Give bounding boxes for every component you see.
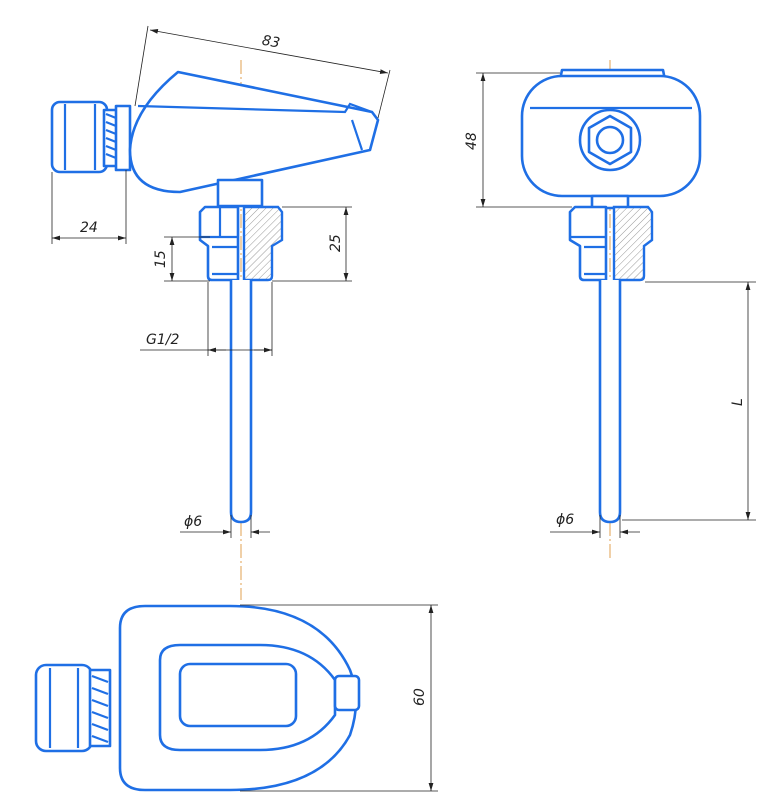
neck	[216, 178, 264, 208]
dim-label-l: L	[730, 398, 746, 406]
dimension-15: 15	[153, 236, 210, 282]
cable-gland	[50, 100, 132, 174]
dimension-48: 48	[464, 72, 572, 208]
stem	[229, 280, 253, 524]
dim-label-24: 24	[80, 220, 98, 236]
dimension-d6-front: ϕ6	[550, 512, 640, 538]
dimension-g12: G1/2	[140, 282, 273, 356]
dimension-24: 24	[51, 170, 127, 244]
side-view: 83 24 15 25 G1/2	[50, 25, 391, 595]
top-view: 60	[34, 595, 438, 792]
dim-label-15: 15	[153, 250, 169, 268]
dim-label-25: 25	[328, 234, 344, 252]
dim-label-d6: ϕ6	[184, 514, 202, 530]
dimension-25: 25	[272, 206, 352, 282]
cable-gland	[578, 108, 642, 172]
dim-label-d6: ϕ6	[556, 512, 574, 528]
cable-gland	[34, 663, 112, 753]
dimension-l: L	[622, 281, 756, 521]
dim-label-83: 83	[261, 33, 281, 52]
process-fitting	[198, 205, 284, 282]
cover-window	[178, 662, 298, 728]
dim-label-thread: G1/2	[146, 332, 179, 348]
front-view: 48 L ϕ6	[464, 60, 756, 560]
connection-head	[128, 70, 380, 194]
process-fitting	[568, 205, 654, 282]
dim-label-60: 60	[412, 688, 428, 706]
dimension-60: 60	[240, 604, 438, 792]
dimension-83: 83	[134, 25, 391, 119]
dim-label-48: 48	[464, 132, 480, 150]
stem	[598, 280, 622, 524]
dimension-d6-side: ϕ6	[180, 514, 270, 538]
